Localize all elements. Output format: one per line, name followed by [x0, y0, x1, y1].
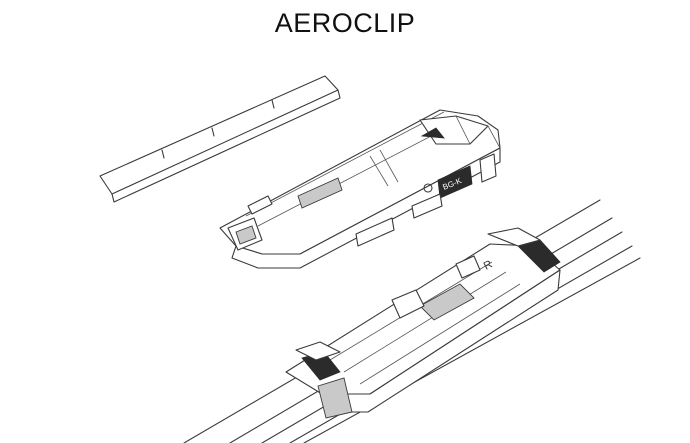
- adapter-clip: BG-K: [219, 109, 501, 269]
- wiper-arm-strip: [99, 75, 341, 203]
- adapter-badge: BG-K: [437, 165, 473, 199]
- diagram-title: AEROCLIP: [274, 8, 416, 38]
- wiper-blade: R: [183, 199, 641, 443]
